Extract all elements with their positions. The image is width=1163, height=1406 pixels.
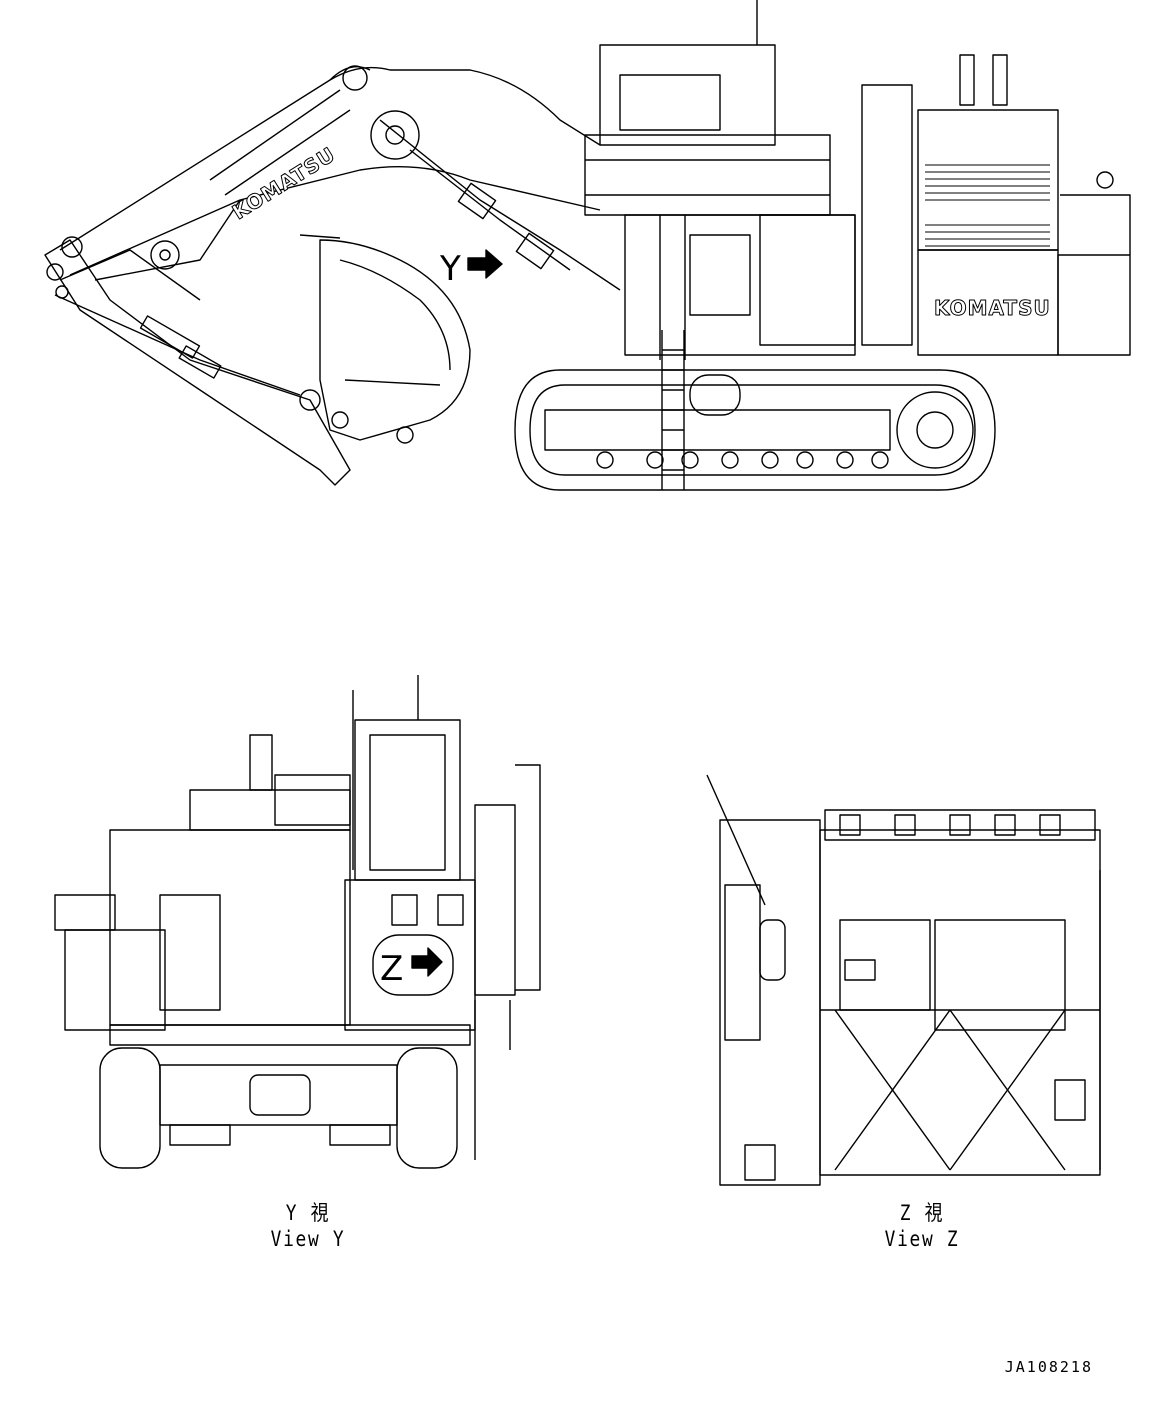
- document-id: JA108218: [1004, 1358, 1093, 1376]
- arm: [44, 236, 351, 486]
- track-assembly: [514, 369, 996, 491]
- view-y-caption-en: View Y: [270, 1227, 346, 1251]
- view-y-zone-marker: Z: [372, 934, 454, 996]
- boom: [59, 65, 621, 291]
- view-z-drawing: [705, 770, 1125, 1190]
- bucket: [299, 234, 471, 444]
- view-z-caption-en: View Z: [884, 1227, 960, 1251]
- view-y-marker: Y: [439, 249, 461, 289]
- view-y-caption-jp: Y 視: [285, 1201, 331, 1225]
- excavator-side-view: KOMATSU Y: [0, 0, 1163, 520]
- view-z-caption-jp: Z 視: [899, 1201, 945, 1225]
- arrow-right-icon: [467, 249, 503, 279]
- engine-grille: [925, 164, 1050, 247]
- view-y-caption: Y 視 View Y: [223, 1200, 393, 1252]
- arrow-right-icon: [411, 947, 443, 977]
- body-brand-text: KOMATSU: [934, 296, 1051, 320]
- view-y-drawing: Z: [40, 670, 560, 1180]
- view-z-caption: Z 視 View Z: [837, 1200, 1007, 1252]
- view-z-marker: Z: [380, 949, 403, 989]
- upper-structure: [584, 0, 1131, 360]
